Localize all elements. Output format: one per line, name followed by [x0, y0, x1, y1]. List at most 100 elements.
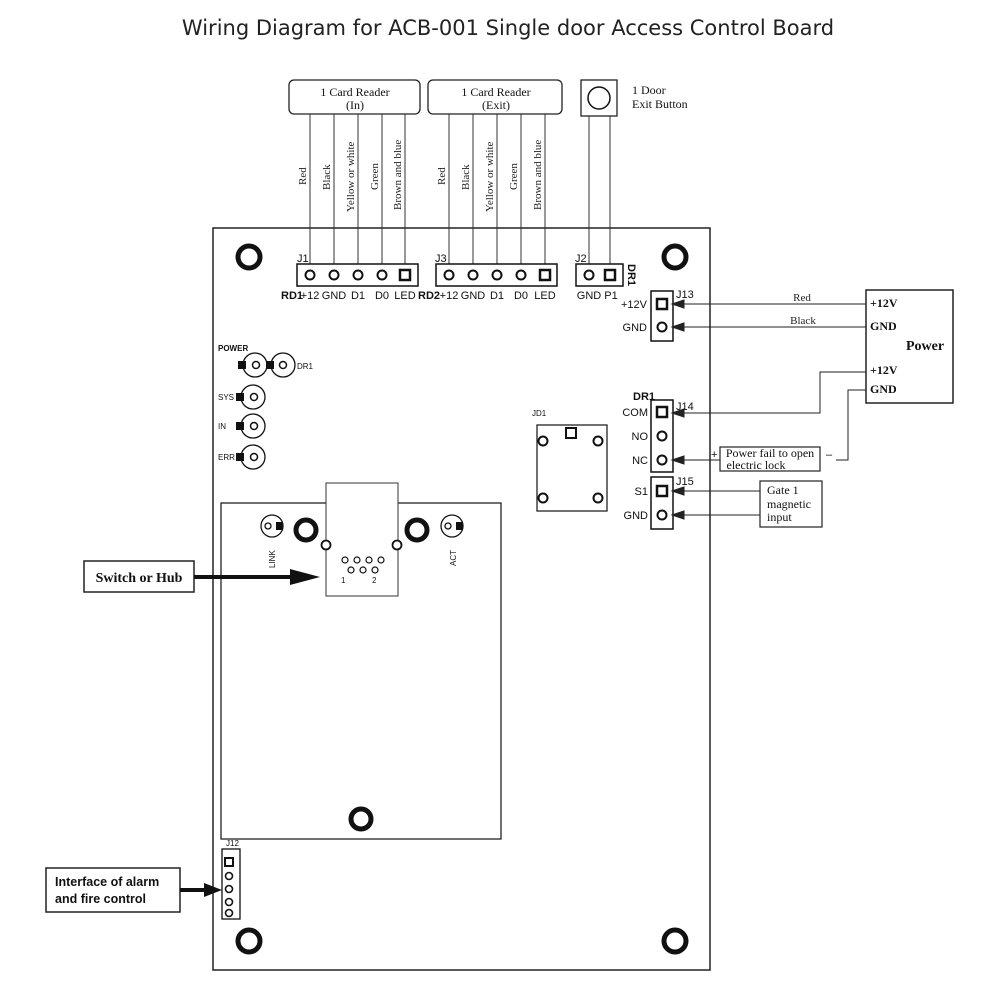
power-title: Power	[906, 339, 944, 354]
alarm-label-2: and fire control	[55, 892, 146, 906]
connector-j2: J2 DR1 GND P1	[575, 253, 637, 302]
connector-j13: J13 +12V GND	[621, 289, 694, 342]
wire-label: Green	[508, 163, 520, 190]
pin-label: NO	[632, 431, 649, 443]
gate-wires	[670, 486, 760, 520]
mount-hole	[661, 927, 689, 955]
wire-label: Black	[460, 164, 472, 190]
pin-label: COM	[622, 407, 648, 419]
pin-label: GND	[461, 290, 486, 302]
alarm-interface: Interface of alarm and fire control	[45, 867, 222, 913]
reader-in-label-1: 1 Card Reader	[320, 85, 389, 99]
reader-in-wire-labels: Red Black Yellow or white Green Brown an…	[297, 140, 404, 212]
pin-label: +12	[440, 290, 459, 302]
relay-jd1: JD1	[532, 409, 608, 512]
rd2-prefix: RD2	[418, 290, 440, 302]
gate-label-3: input	[767, 510, 792, 524]
rj45-pin2: 2	[372, 576, 377, 585]
reader-exit-label-1: 1 Card Reader	[461, 85, 530, 99]
pin-label: GND	[623, 322, 648, 334]
lock-label-2: electric lock	[727, 458, 786, 472]
reader-in-wires	[309, 114, 406, 268]
rj45-pin1: 1	[341, 576, 346, 585]
led-label: IN	[218, 422, 226, 431]
pin-label: D1	[351, 290, 365, 302]
relay-wires	[670, 371, 866, 465]
power-term: +12V	[870, 363, 898, 377]
switch-label: Switch or Hub	[96, 571, 183, 586]
exit-button: 1 Door Exit Button	[580, 79, 688, 268]
wire-label: Yellow or white	[484, 141, 496, 212]
connector-j15: J15 S1 GND	[624, 476, 694, 530]
connector-j1: J1 RD1 +12 GND D1 D0 LED	[281, 253, 419, 302]
lock-minus: –	[826, 449, 833, 461]
wire-red-label: Red	[793, 292, 811, 304]
gate-input: Gate 1 magnetic input	[759, 480, 823, 528]
gate-label-2: magnetic	[767, 497, 811, 511]
arrow-icon	[290, 569, 320, 585]
link-label: LINK	[268, 550, 277, 568]
lock-plus: +	[711, 449, 717, 461]
power-supply: +12V GND Power +12V GND	[865, 289, 954, 404]
card-reader-in: 1 Card Reader (In)	[288, 79, 421, 115]
mount-hole	[235, 243, 263, 271]
wire-label: Black	[321, 164, 333, 190]
power-term: +12V	[870, 296, 898, 310]
wire-black-label: Black	[790, 315, 816, 327]
dr1-tag: DR1	[625, 264, 637, 286]
power-term: GND	[870, 319, 897, 333]
wire-label: Yellow or white	[345, 141, 357, 212]
pin-label: S1	[635, 486, 648, 498]
rd1-prefix: RD1	[281, 290, 303, 302]
mount-hole	[661, 243, 689, 271]
j13-label: J13	[676, 289, 694, 301]
led-label: ERR	[218, 453, 235, 462]
arrow-icon	[204, 883, 222, 897]
pin-label: +12V	[621, 299, 648, 311]
lock-label-1: Power fail to open	[726, 446, 814, 460]
board-outline	[212, 227, 711, 971]
switch-or-hub: Switch or Hub	[83, 560, 320, 593]
relay-label: JD1	[532, 409, 547, 418]
wire-label: Red	[436, 167, 448, 185]
reader-exit-wire-labels: Red Black Yellow or white Green Brown an…	[436, 140, 544, 212]
led-label: SYS	[218, 393, 234, 402]
reader-exit-wires	[448, 114, 546, 268]
power-term: GND	[870, 382, 897, 396]
pin-label: D1	[490, 290, 504, 302]
wire-label: Brown and blue	[532, 140, 544, 210]
wire-label: Brown and blue	[392, 140, 404, 210]
diagram-title: Wiring Diagram for ACB-001 Single door A…	[182, 16, 834, 40]
network-module: 1 2 LINK ACT	[220, 482, 502, 840]
connector-j14: DR1 J14 COM NO NC	[622, 391, 694, 473]
mounting-holes	[235, 243, 689, 955]
exit-button-label-1: 1 Door	[632, 83, 666, 97]
power-wires	[670, 299, 866, 332]
pin-label: D0	[514, 290, 528, 302]
wire-label: Red	[297, 167, 309, 185]
pin-label: LED	[534, 290, 555, 302]
j2-label: J2	[575, 253, 587, 265]
j3-label: J3	[435, 253, 447, 265]
electric-lock: Power fail to open electric lock + –	[711, 446, 833, 472]
pin-label: D0	[375, 290, 389, 302]
connector-j3: J3 RD2 +12 GND D1 D0 LED	[418, 253, 558, 302]
status-leds: POWER DR1 SYS IN ERR	[218, 344, 314, 470]
reader-in-label-2: (In)	[346, 98, 364, 112]
j12-label: J12	[226, 839, 239, 848]
pin-label: NC	[632, 455, 648, 467]
led-label: POWER	[218, 344, 248, 353]
act-label: ACT	[449, 550, 458, 566]
pin-label: LED	[394, 290, 415, 302]
pin-label: P1	[604, 290, 617, 302]
dr1-header: DR1	[633, 391, 655, 403]
wire-label: Green	[369, 163, 381, 190]
mount-hole	[235, 927, 263, 955]
pin-label: GND	[624, 510, 649, 522]
pin-label: GND	[577, 290, 602, 302]
gate-label-1: Gate 1	[767, 483, 799, 497]
exit-button-label-2: Exit Button	[632, 97, 688, 111]
button-icon	[587, 86, 611, 110]
rj45-jack	[325, 482, 399, 597]
